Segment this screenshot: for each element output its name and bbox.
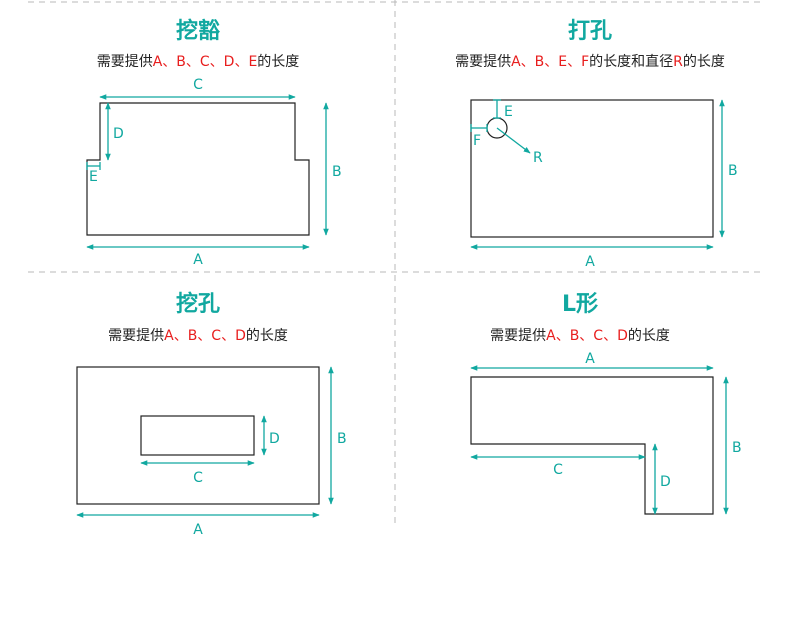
- dim-label-c: C: [193, 77, 203, 93]
- panel-drill-hole: 打孔 需要提供A、B、E、F的长度和直径R的长度 E F R B A: [455, 19, 738, 270]
- panel-description: 需要提供A、B、E、F的长度和直径R的长度: [455, 53, 725, 70]
- dim-label-d: D: [660, 474, 671, 490]
- dim-label-a: A: [585, 254, 595, 270]
- dim-label-a: A: [193, 522, 203, 538]
- panel-title: 挖孔: [176, 291, 220, 317]
- dim-label-e: E: [89, 169, 98, 185]
- dim-label-c: C: [553, 462, 563, 478]
- dim-label-f: F: [473, 133, 481, 149]
- panel-title: 打孔: [568, 19, 612, 44]
- dim-label-r: R: [533, 150, 543, 166]
- dim-label-b: B: [732, 440, 742, 456]
- dim-label-e: E: [504, 104, 513, 120]
- l-shape-outline: [470, 376, 714, 515]
- cutout-panel-outline: [76, 366, 320, 505]
- panel-title: 挖豁: [176, 18, 220, 44]
- dim-arrow-r: [496, 127, 531, 154]
- dim-label-a: A: [193, 252, 203, 268]
- panel-description: 需要提供A、B、C、D的长度: [490, 328, 670, 344]
- dim-label-a: A: [585, 351, 595, 367]
- panel-description: 需要提供A、B、C、D、E的长度: [97, 54, 300, 70]
- drilled-panel-outline: [470, 99, 714, 238]
- panel-description: 需要提供A、B、C、D的长度: [108, 328, 288, 344]
- dim-label-d: D: [113, 126, 124, 142]
- dim-label-b: B: [332, 164, 342, 180]
- dim-label-c: C: [193, 470, 203, 486]
- notched-panel-outline: [86, 102, 310, 236]
- dim-label-b: B: [337, 431, 347, 447]
- dim-label-b: B: [728, 163, 738, 179]
- panel-cutout: 挖孔 需要提供A、B、C、D的长度 D C B A: [76, 291, 347, 538]
- cutout-rectangle: [140, 415, 255, 456]
- panel-notch: 挖豁 需要提供A、B、C、D、E的长度 C D E B A: [86, 18, 342, 268]
- panel-l-shape: L形 需要提供A、B、C、D的长度 A B C D: [470, 292, 742, 515]
- dim-label-d: D: [269, 431, 280, 447]
- panel-title: L形: [562, 292, 598, 317]
